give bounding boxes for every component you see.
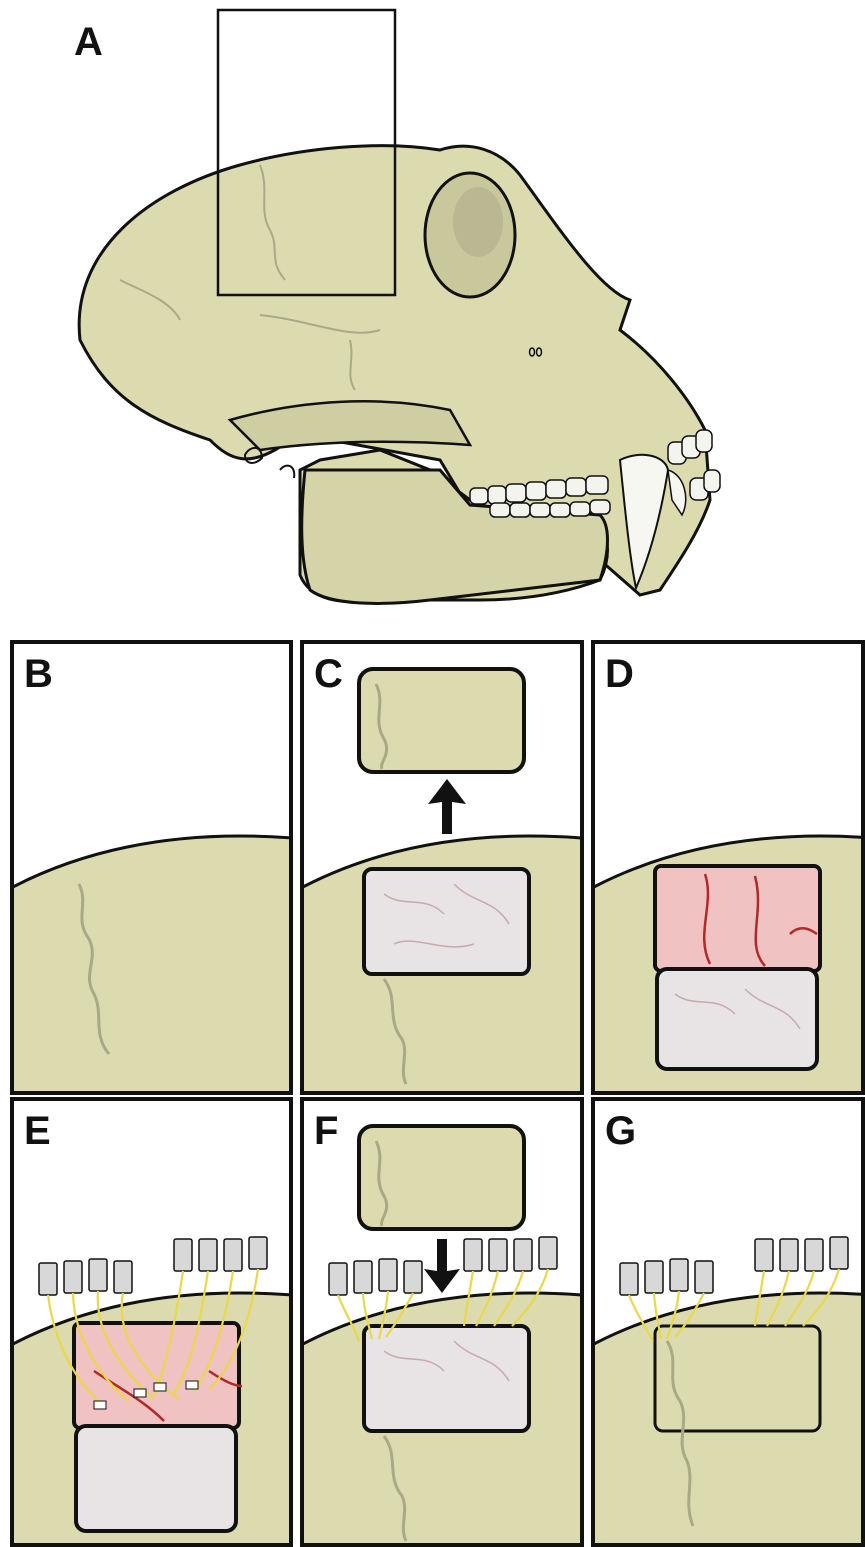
- skull-illustration: [0, 0, 865, 620]
- panel-g: G: [591, 1097, 865, 1547]
- ear-detail-2: [280, 466, 294, 478]
- panel-f-drawing: [304, 1101, 584, 1547]
- panel-label-e: E: [24, 1111, 51, 1151]
- electrode-connectors: [620, 1237, 848, 1295]
- electrode-connectors: [39, 1237, 267, 1295]
- panel-label-d: D: [605, 654, 634, 694]
- dura-flap: [76, 1426, 236, 1531]
- skull-surface: [14, 836, 293, 1095]
- panel-f: F: [300, 1097, 584, 1547]
- panel-label-b: B: [24, 654, 53, 694]
- panel-c-drawing: [304, 644, 584, 1095]
- craniotomy-dura: [364, 869, 529, 974]
- craniotomy-dura: [364, 1326, 529, 1431]
- panel-e: E: [10, 1097, 293, 1547]
- arrow-down-icon: [424, 1239, 460, 1293]
- arrow-up-icon: [428, 779, 466, 834]
- replaced-bone-flap: [655, 1326, 820, 1431]
- exposed-brain: [655, 866, 820, 971]
- panel-b: B: [10, 640, 293, 1095]
- panel-d: D: [591, 640, 865, 1095]
- panel-e-drawing: [14, 1101, 293, 1547]
- panel-label-g: G: [605, 1111, 636, 1151]
- panel-c: C: [300, 640, 584, 1095]
- panel-d-drawing: [595, 644, 865, 1095]
- panel-label-c: C: [314, 654, 343, 694]
- panel-b-drawing: [14, 644, 293, 1095]
- panel-label-f: F: [314, 1111, 338, 1151]
- panel-g-drawing: [595, 1101, 865, 1547]
- eye-orbit-inner: [453, 187, 503, 257]
